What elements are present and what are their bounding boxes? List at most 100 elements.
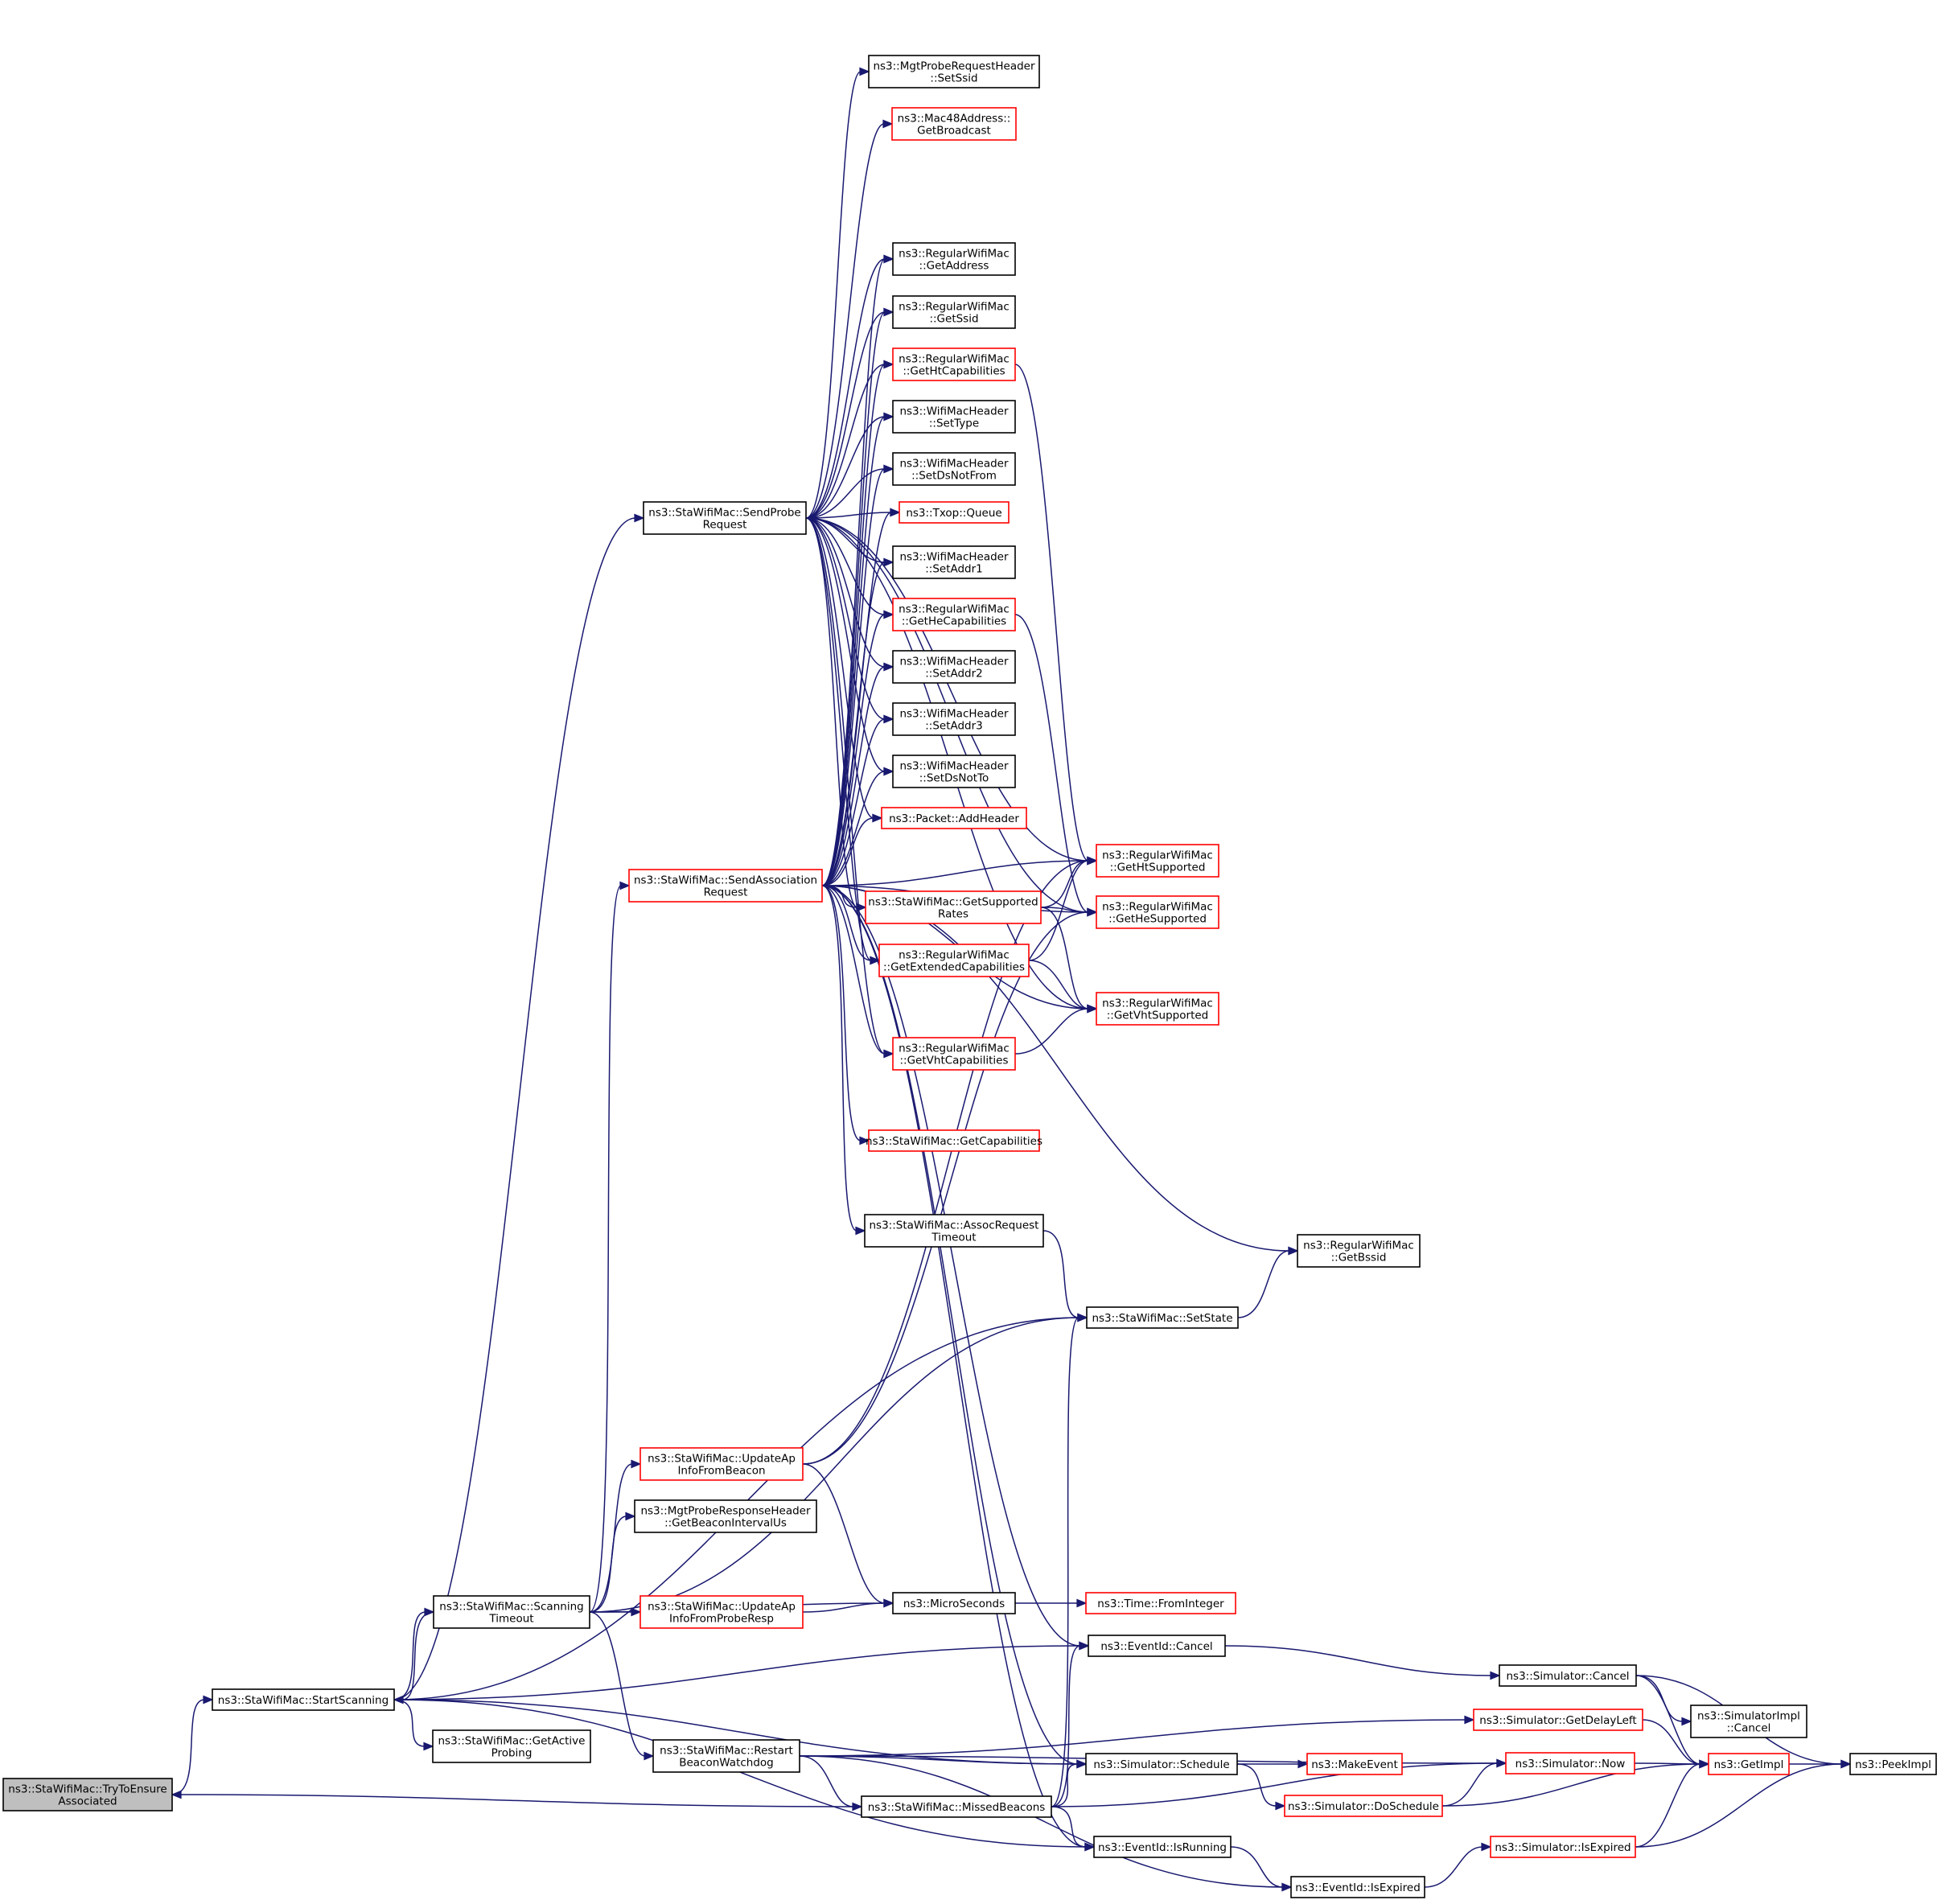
node-set-ds-not-to[interactable]: ns3::WifiMacHeader::SetDsNotTo: [892, 755, 1016, 788]
node-set-addr2[interactable]: ns3::WifiMacHeader::SetAddr2: [892, 650, 1016, 684]
edge-arrowhead: [1079, 1641, 1090, 1651]
node-get-impl[interactable]: ns3::GetImpl: [1708, 1753, 1790, 1775]
edge-line: [1236, 1763, 1277, 1807]
node-label: ns3::RegularWifiMac: [899, 949, 1010, 962]
node-label: ns3::Time::FromInteger: [1097, 1598, 1224, 1610]
edge-line: [821, 666, 886, 886]
edge-line: [805, 517, 886, 772]
node-set-addr3[interactable]: ns3::WifiMacHeader::SetAddr3: [892, 702, 1016, 736]
node-box: [892, 347, 1016, 381]
node-txop-queue[interactable]: ns3::Txop::Queue: [899, 501, 1010, 524]
node-missed-beacons[interactable]: ns3::StaWifiMac::MissedBeacons: [861, 1795, 1052, 1818]
node-label: ns3::EventId::IsRunning: [1098, 1841, 1227, 1854]
node-box: [1849, 1753, 1937, 1775]
node-box: [892, 452, 1016, 486]
node-label: ns3::RegularWifiMac: [899, 603, 1010, 616]
edge-send-assoc-to-set-addr2: [821, 662, 894, 886]
node-get-broadcast[interactable]: ns3::Mac48Address::GetBroadcast: [891, 107, 1017, 141]
node-get-vht-supported[interactable]: ns3::RegularWifiMac::GetVhtSupported: [1096, 992, 1219, 1026]
node-label: ns3::WifiMacHeader: [899, 708, 1009, 721]
node-label: ns3::Simulator::Cancel: [1506, 1670, 1629, 1683]
edge-send-assoc-to-get-ht-supported: [821, 856, 1098, 886]
node-get-ssid[interactable]: ns3::RegularWifiMac::GetSsid: [892, 295, 1016, 329]
edge-arrowhead: [883, 412, 894, 422]
node-peek-impl[interactable]: ns3::PeekImpl: [1849, 1753, 1937, 1775]
node-from-integer[interactable]: ns3::Time::FromInteger: [1085, 1592, 1236, 1614]
edge-arrowhead: [644, 1751, 655, 1761]
node-label: Probing: [491, 1747, 533, 1760]
node-micro-seconds[interactable]: ns3::MicroSeconds: [892, 1592, 1016, 1614]
node-add-header[interactable]: ns3::Packet::AddHeader: [881, 807, 1027, 829]
node-sim-get-delay-left[interactable]: ns3::Simulator::GetDelayLeft: [1473, 1709, 1643, 1731]
node-event-is-expired[interactable]: ns3::EventId::IsExpired: [1290, 1876, 1425, 1898]
node-box: [1690, 1705, 1807, 1738]
node-label: ns3::MgtProbeRequestHeader: [873, 60, 1035, 73]
edge-line: [393, 1645, 1081, 1700]
node-sim-schedule[interactable]: ns3::Simulator::Schedule: [1085, 1753, 1238, 1775]
edge-line: [821, 364, 886, 886]
edge-line: [821, 885, 1081, 1647]
node-sim-now[interactable]: ns3::Simulator::Now: [1505, 1752, 1635, 1774]
edge-arrowhead: [1084, 1842, 1096, 1852]
node-start-scanning[interactable]: ns3::StaWifiMac::StartScanning: [212, 1688, 395, 1711]
node-set-state[interactable]: ns3::StaWifiMac::SetState: [1086, 1306, 1239, 1329]
edge-line: [805, 517, 886, 1055]
node-box: [1284, 1795, 1443, 1817]
edge-scanning-timeout-to-get-beacon-interval: [589, 1511, 636, 1613]
node-set-addr1[interactable]: ns3::WifiMacHeader::SetAddr1: [892, 545, 1016, 579]
edge-line: [805, 123, 885, 519]
edge-line: [805, 71, 862, 519]
node-set-ssid[interactable]: ns3::MgtProbeRequestHeader::SetSsid: [868, 55, 1040, 88]
node-event-cancel[interactable]: ns3::EventId::Cancel: [1088, 1635, 1226, 1657]
edge-get-ext-cap-to-get-vht-supported: [1028, 960, 1098, 1014]
node-label: ::SetSsid: [930, 72, 977, 85]
edge-line: [802, 911, 1089, 1465]
node-event-is-running[interactable]: ns3::EventId::IsRunning: [1093, 1836, 1232, 1858]
node-get-he-supported[interactable]: ns3::RegularWifiMac::GetHeSupported: [1096, 895, 1219, 929]
node-label: ns3::StaWifiMac::Restart: [660, 1745, 793, 1758]
edge-line: [1635, 1763, 1701, 1848]
node-box: [433, 1595, 590, 1629]
node-label: ::SetAddr3: [925, 720, 983, 733]
node-box: [892, 242, 1016, 276]
node-box: [1096, 895, 1219, 929]
node-get-address[interactable]: ns3::RegularWifiMac::GetAddress: [892, 242, 1016, 276]
node-make-event[interactable]: ns3::MakeEvent: [1306, 1753, 1403, 1775]
node-update-ap-probe[interactable]: ns3::StaWifiMac::UpdateApInfoFromProbeRe…: [639, 1595, 804, 1629]
edge-send-assoc-to-get-ht-cap: [821, 360, 894, 886]
node-get-he-cap[interactable]: ns3::RegularWifiMac::GetHeCapabilities: [892, 598, 1016, 631]
edge-line: [1028, 860, 1089, 961]
node-label: ns3::StaWifiMac::StartScanning: [218, 1694, 389, 1707]
node-set-type[interactable]: ns3::WifiMacHeader::SetType: [892, 400, 1016, 434]
node-sim-is-expired[interactable]: ns3::Simulator::IsExpired: [1490, 1836, 1636, 1858]
node-get-ht-supported[interactable]: ns3::RegularWifiMac::GetHtSupported: [1096, 844, 1219, 878]
node-set-ds-not-from[interactable]: ns3::WifiMacHeader::SetDsNotFrom: [892, 452, 1016, 486]
node-sim-do-schedule[interactable]: ns3::Simulator::DoSchedule: [1284, 1795, 1443, 1817]
node-label: ns3::SimulatorImpl: [1697, 1710, 1800, 1723]
node-sim-impl-cancel[interactable]: ns3::SimulatorImpl::Cancel: [1690, 1705, 1807, 1738]
node-label: ns3::StaWifiMac::TryToEnsure: [8, 1783, 167, 1796]
node-get-ht-cap[interactable]: ns3::RegularWifiMac::GetHtCapabilities: [892, 347, 1016, 381]
node-label: ns3::StaWifiMac::SendAssociation: [634, 874, 817, 887]
node-get-beacon-interval[interactable]: ns3::MgtProbeResponseHeader::GetBeaconIn…: [634, 1499, 817, 1533]
node-label: ns3::Simulator::Now: [1515, 1758, 1626, 1770]
node-label: GetBroadcast: [917, 125, 991, 138]
node-box: [1473, 1709, 1643, 1731]
node-sim-cancel[interactable]: ns3::Simulator::Cancel: [1499, 1664, 1637, 1687]
node-label: ns3::StaWifiMac::GetSupported: [868, 896, 1038, 909]
node-get-bssid[interactable]: ns3::RegularWifiMac::GetBssid: [1297, 1234, 1421, 1268]
node-get-vht-cap[interactable]: ns3::RegularWifiMac::GetVhtCapabilities: [892, 1037, 1016, 1071]
node-get-ext-cap[interactable]: ns3::RegularWifiMac::GetExtendedCapabili…: [878, 944, 1030, 977]
edge-set-state-to-get-bssid: [1237, 1246, 1299, 1318]
edge-line: [799, 1719, 1466, 1757]
node-get-capabilities[interactable]: ns3::StaWifiMac::GetCapabilities: [866, 1129, 1042, 1152]
